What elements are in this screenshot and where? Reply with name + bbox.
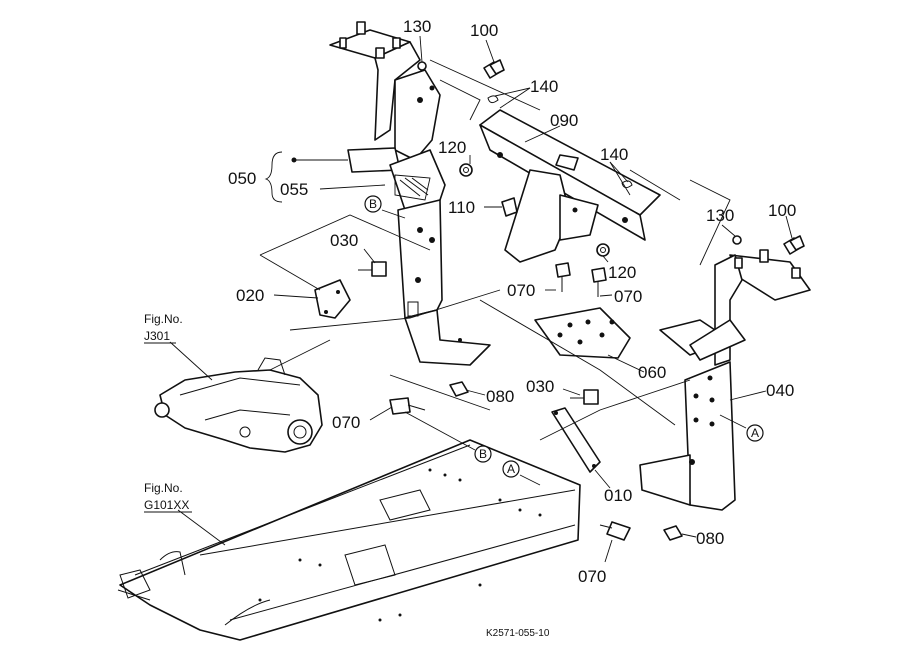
callout-040: 040 <box>766 381 794 400</box>
callout-140-left: 140 <box>530 77 558 96</box>
fig-ref-j301-code: J301 <box>144 329 170 343</box>
callout-130-left: 130 <box>403 17 431 36</box>
drawing-code: K2571-055-10 <box>486 628 550 639</box>
svg-text:B: B <box>369 197 377 211</box>
callout-060: 060 <box>638 363 666 382</box>
fig-ref-j301-prefix: Fig.No. <box>144 312 183 326</box>
callout-070-left: 070 <box>332 413 360 432</box>
callout-140-right: 140 <box>600 145 628 164</box>
callout-110: 110 <box>448 198 475 217</box>
svg-text:B: B <box>479 447 487 461</box>
link-010 <box>551 407 601 473</box>
pump-assembly <box>154 357 323 453</box>
svg-text:A: A <box>751 426 759 440</box>
reference-markers: B B A A <box>364 195 764 486</box>
group-brace-050 <box>264 151 297 203</box>
leader-lines <box>169 35 793 563</box>
callout-labels: 130 100 140 090 120 140 050 055 110 130 … <box>228 17 796 586</box>
callout-100-right: 100 <box>768 201 796 220</box>
marker-b-upper: B <box>364 195 406 219</box>
marker-a-right: A <box>719 414 764 442</box>
callout-070-middle-left: 070 <box>507 281 535 300</box>
callout-080-left: 080 <box>486 387 514 406</box>
assembly-lines <box>259 59 731 441</box>
callout-030-left: 030 <box>330 231 358 250</box>
callout-070-middle-right: 070 <box>614 287 642 306</box>
svg-text:A: A <box>507 462 515 476</box>
bracket-020 <box>314 279 351 319</box>
callout-055: 055 <box>280 180 308 199</box>
callout-020: 020 <box>236 286 264 305</box>
fig-ref-g101-prefix: Fig.No. <box>144 481 183 495</box>
plate-060 <box>534 307 631 359</box>
callout-120-left: 120 <box>438 138 466 157</box>
fig-ref-g101-code: G101XX <box>144 498 189 512</box>
bolts-and-nuts <box>358 59 805 541</box>
callout-010: 010 <box>604 486 632 505</box>
callout-050: 050 <box>228 169 256 188</box>
callout-120-right: 120 <box>608 263 636 282</box>
cross-member-090 <box>479 109 661 263</box>
callout-100-left: 100 <box>470 21 498 40</box>
callout-080-right: 080 <box>696 529 724 548</box>
callout-130-right: 130 <box>706 206 734 225</box>
callout-090: 090 <box>550 111 578 130</box>
callout-070-bottom: 070 <box>578 567 606 586</box>
callout-030-right: 030 <box>526 377 554 396</box>
bracket-050 <box>329 21 491 366</box>
marker-b-lower: B <box>404 411 492 463</box>
marker-a-lower: A <box>502 460 541 486</box>
bracket-040 <box>639 249 811 511</box>
figure-references: Fig.No. J301 Fig.No. G101XX <box>144 312 192 513</box>
